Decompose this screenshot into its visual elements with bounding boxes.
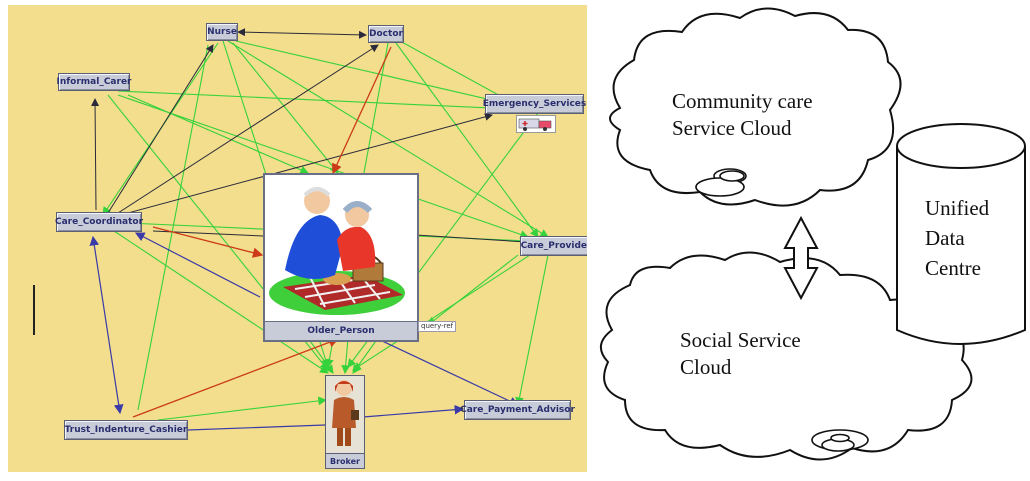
community-cloud-label: Community care Service Cloud [672,88,813,142]
blue-links [89,232,520,431]
node-older-person[interactable]: Older_Person [263,173,419,342]
node-care-coordinator[interactable]: Care_Coordinator [55,212,143,232]
social-cloud-line-2: Cloud [680,355,732,379]
bidirectional-arrow [783,215,819,301]
node-trust-indenture-cashier[interactable]: Trust_Indenture_Cashier [64,420,188,440]
node-care-payment-advisor[interactable]: Care_Payment_Advisor [460,400,575,420]
node-broker[interactable]: Broker [325,375,365,469]
query-badge: query-ref [418,321,457,332]
data-centre-cylinder [896,146,1026,345]
community-cloud-shape [609,7,902,207]
community-cloud-line-1: Community care [672,89,813,113]
social-cloud-line-1: Social Service [680,328,801,352]
node-informal-carer[interactable]: Informal_Carer [57,73,132,91]
broker-label: Broker [326,453,364,468]
older-person-label: Older_Person [265,321,417,340]
agent-network-links [89,28,549,431]
social-cloud-shape [600,251,973,461]
divider-mark [33,285,35,335]
red-links [132,46,392,418]
community-cloud-line-2: Service Cloud [672,116,792,140]
dark-links [91,28,527,243]
node-emergency-services[interactable]: Emergency_Services [483,94,586,114]
data-centre-label: Unified Data Centre [925,193,989,283]
data-centre-line-2: Data [925,226,965,250]
ambulance-icon [518,118,552,131]
cloud-architecture-diagram: Community care Service Cloud Social Serv… [590,0,1030,481]
node-care-provider[interactable]: Care_Provider [520,236,587,256]
social-cloud-label: Social Service Cloud [680,327,801,381]
agent-network-panel: Nurse Doctor Informal_Carer Emergency_Se… [8,5,587,472]
emergency-services-icon [516,115,556,133]
node-doctor[interactable]: Doctor [368,25,404,43]
older-couple-picnic-image [269,187,405,315]
data-centre-line-1: Unified [925,196,990,220]
data-centre-line-3: Centre [925,256,981,280]
cloud-shapes [600,7,1026,461]
broker-figure-icon [332,380,359,446]
node-nurse[interactable]: Nurse [206,23,238,41]
